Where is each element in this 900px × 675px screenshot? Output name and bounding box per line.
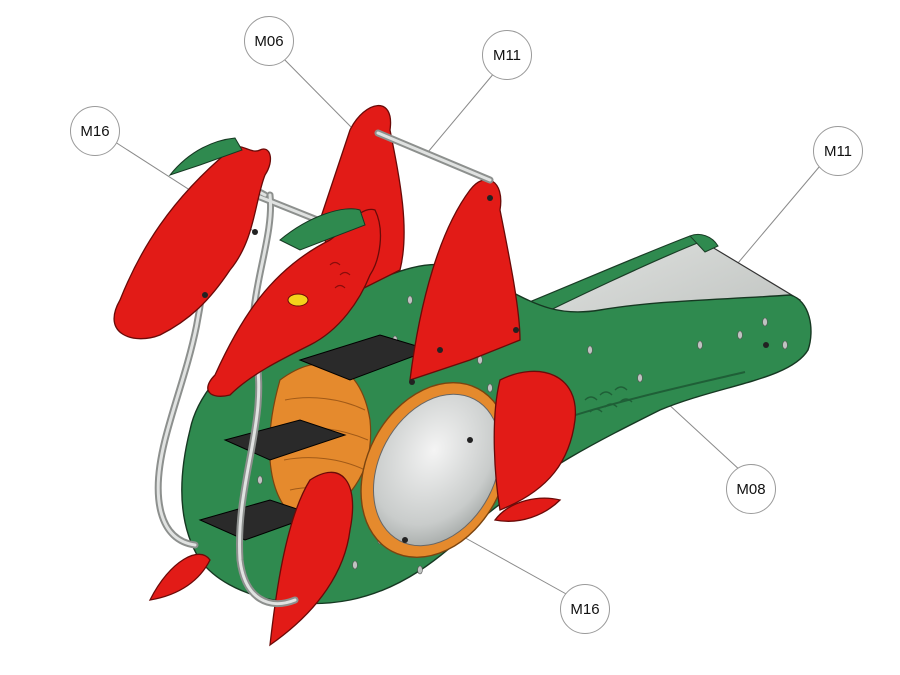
callout-label: M06 [254, 32, 284, 50]
dragon-head-front [207, 208, 382, 397]
body-scales-pattern [584, 386, 633, 413]
fasteners [202, 195, 769, 543]
claw-front-left [148, 553, 211, 601]
dragon-head-rear [113, 137, 272, 340]
head-scales [329, 261, 351, 289]
dragon-eye [287, 293, 309, 307]
callout-label: M11 [492, 46, 522, 64]
leader-lines [111, 51, 826, 596]
claw-rear-small [493, 497, 562, 522]
leader-line-m16-bottom [459, 534, 569, 596]
callout-m06: M06 [244, 16, 294, 66]
callout-m08: M08 [726, 464, 776, 514]
claw-rear-right [493, 370, 576, 511]
leader-line-m06 [276, 51, 353, 129]
callout-m16-bottom: M16 [560, 584, 610, 634]
callout-m11-top: M11 [482, 30, 532, 80]
callout-label: M11 [823, 142, 853, 160]
leader-line-m11-top [427, 71, 496, 153]
leader-line-m11-right [737, 159, 826, 264]
callout-label: M16 [80, 122, 110, 140]
callout-label: M16 [570, 600, 600, 618]
callout-label: M08 [736, 480, 766, 498]
callout-m11-right: M11 [813, 126, 863, 176]
callout-m16-left: M16 [70, 106, 120, 156]
tunnel-porthole [360, 382, 510, 558]
